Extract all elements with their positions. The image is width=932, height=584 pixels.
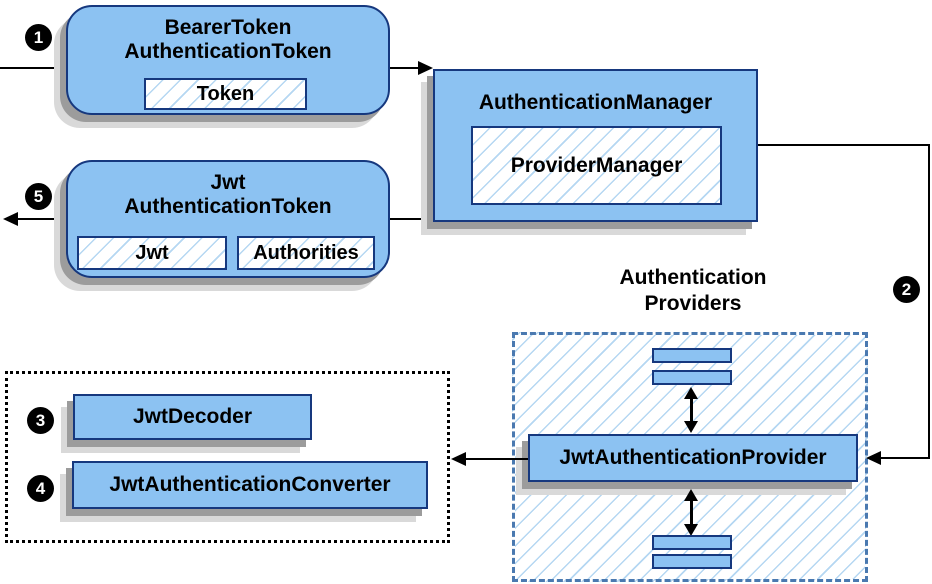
authentication-manager-title: AuthenticationManager [478,91,713,114]
provider-manager-field: ProviderManager [471,126,722,205]
jwt-field-label: Jwt [135,241,169,264]
step-3-label: 3 [35,411,46,430]
bearer-token-title: BearerToken AuthenticationToken [68,7,388,64]
double-arrow-bottom-down-icon [684,524,698,536]
jwt-decoder-node: JwtDecoder [73,394,312,440]
flow-line-provider-to-decoder [464,458,528,460]
step-1-badge: 1 [25,24,52,51]
double-arrow-top-down-icon [684,421,698,433]
flow-line-into-provider [880,457,930,459]
arrowhead-result-out-icon [3,212,18,226]
token-field-label: Token [196,82,255,105]
flow-line-manager-to-jwt-token [390,218,433,220]
arrowhead-into-authentication-manager-icon [418,61,433,75]
provider-placeholder-bar [652,554,732,569]
step-5-badge: 5 [25,183,52,210]
authentication-providers-label: Authentication Providers [583,265,803,317]
double-arrow-top-shaft [690,397,693,424]
provider-placeholder-bar [652,370,732,385]
arrowhead-into-decoder-group-icon [451,452,466,466]
step-2-badge: 2 [893,276,920,303]
jwt-token-title-line1: Jwt [210,171,246,194]
flow-line-right-vertical [928,144,930,459]
step-2-label: 2 [901,280,912,299]
step-5-label: 5 [33,187,44,206]
jwt-authentication-converter-node: JwtAuthenticationConverter [72,461,428,509]
bearer-token-title-line1: BearerToken [164,16,292,39]
jwt-authentication-provider-title: JwtAuthenticationProvider [559,446,827,469]
jwt-token-title-line2: AuthenticationToken [124,195,332,218]
double-arrow-top-up-icon [684,387,698,399]
step-4-label: 4 [35,479,46,498]
token-field: Token [144,78,307,110]
bearer-token-title-line2: AuthenticationToken [124,40,332,63]
authorities-field: Authorities [237,236,375,270]
authorities-field-label: Authorities [253,241,359,264]
step-4-badge: 4 [27,475,54,502]
provider-placeholder-bar [652,535,732,550]
jwt-token-title: Jwt AuthenticationToken [68,162,388,219]
jwt-authentication-token-node: Jwt AuthenticationToken Jwt Authorities [66,160,390,278]
step-1-label: 1 [33,28,44,47]
jwt-field: Jwt [77,236,227,270]
arrowhead-into-provider-icon [866,451,881,465]
authentication-manager-node: AuthenticationManager ProviderManager [433,69,758,222]
jwt-authentication-provider-node: JwtAuthenticationProvider [528,434,858,482]
jwt-authentication-converter-title: JwtAuthenticationConverter [109,473,391,496]
authentication-providers-label-line2: Providers [644,292,742,315]
authentication-providers-label-line1: Authentication [619,266,767,289]
flow-line-bearer-to-manager [390,67,420,69]
bearer-token-authentication-token-node: BearerToken AuthenticationToken Token [66,5,390,115]
provider-manager-label: ProviderManager [510,153,683,177]
double-arrow-bottom-up-icon [684,489,698,501]
provider-placeholder-bar [652,348,732,363]
flow-line-result-out [16,218,66,220]
jwt-decoder-title: JwtDecoder [132,405,253,428]
double-arrow-bottom-shaft [690,499,693,526]
step-3-badge: 3 [27,407,54,434]
flow-line-request-in [0,67,66,69]
flow-line-manager-right [758,144,930,146]
